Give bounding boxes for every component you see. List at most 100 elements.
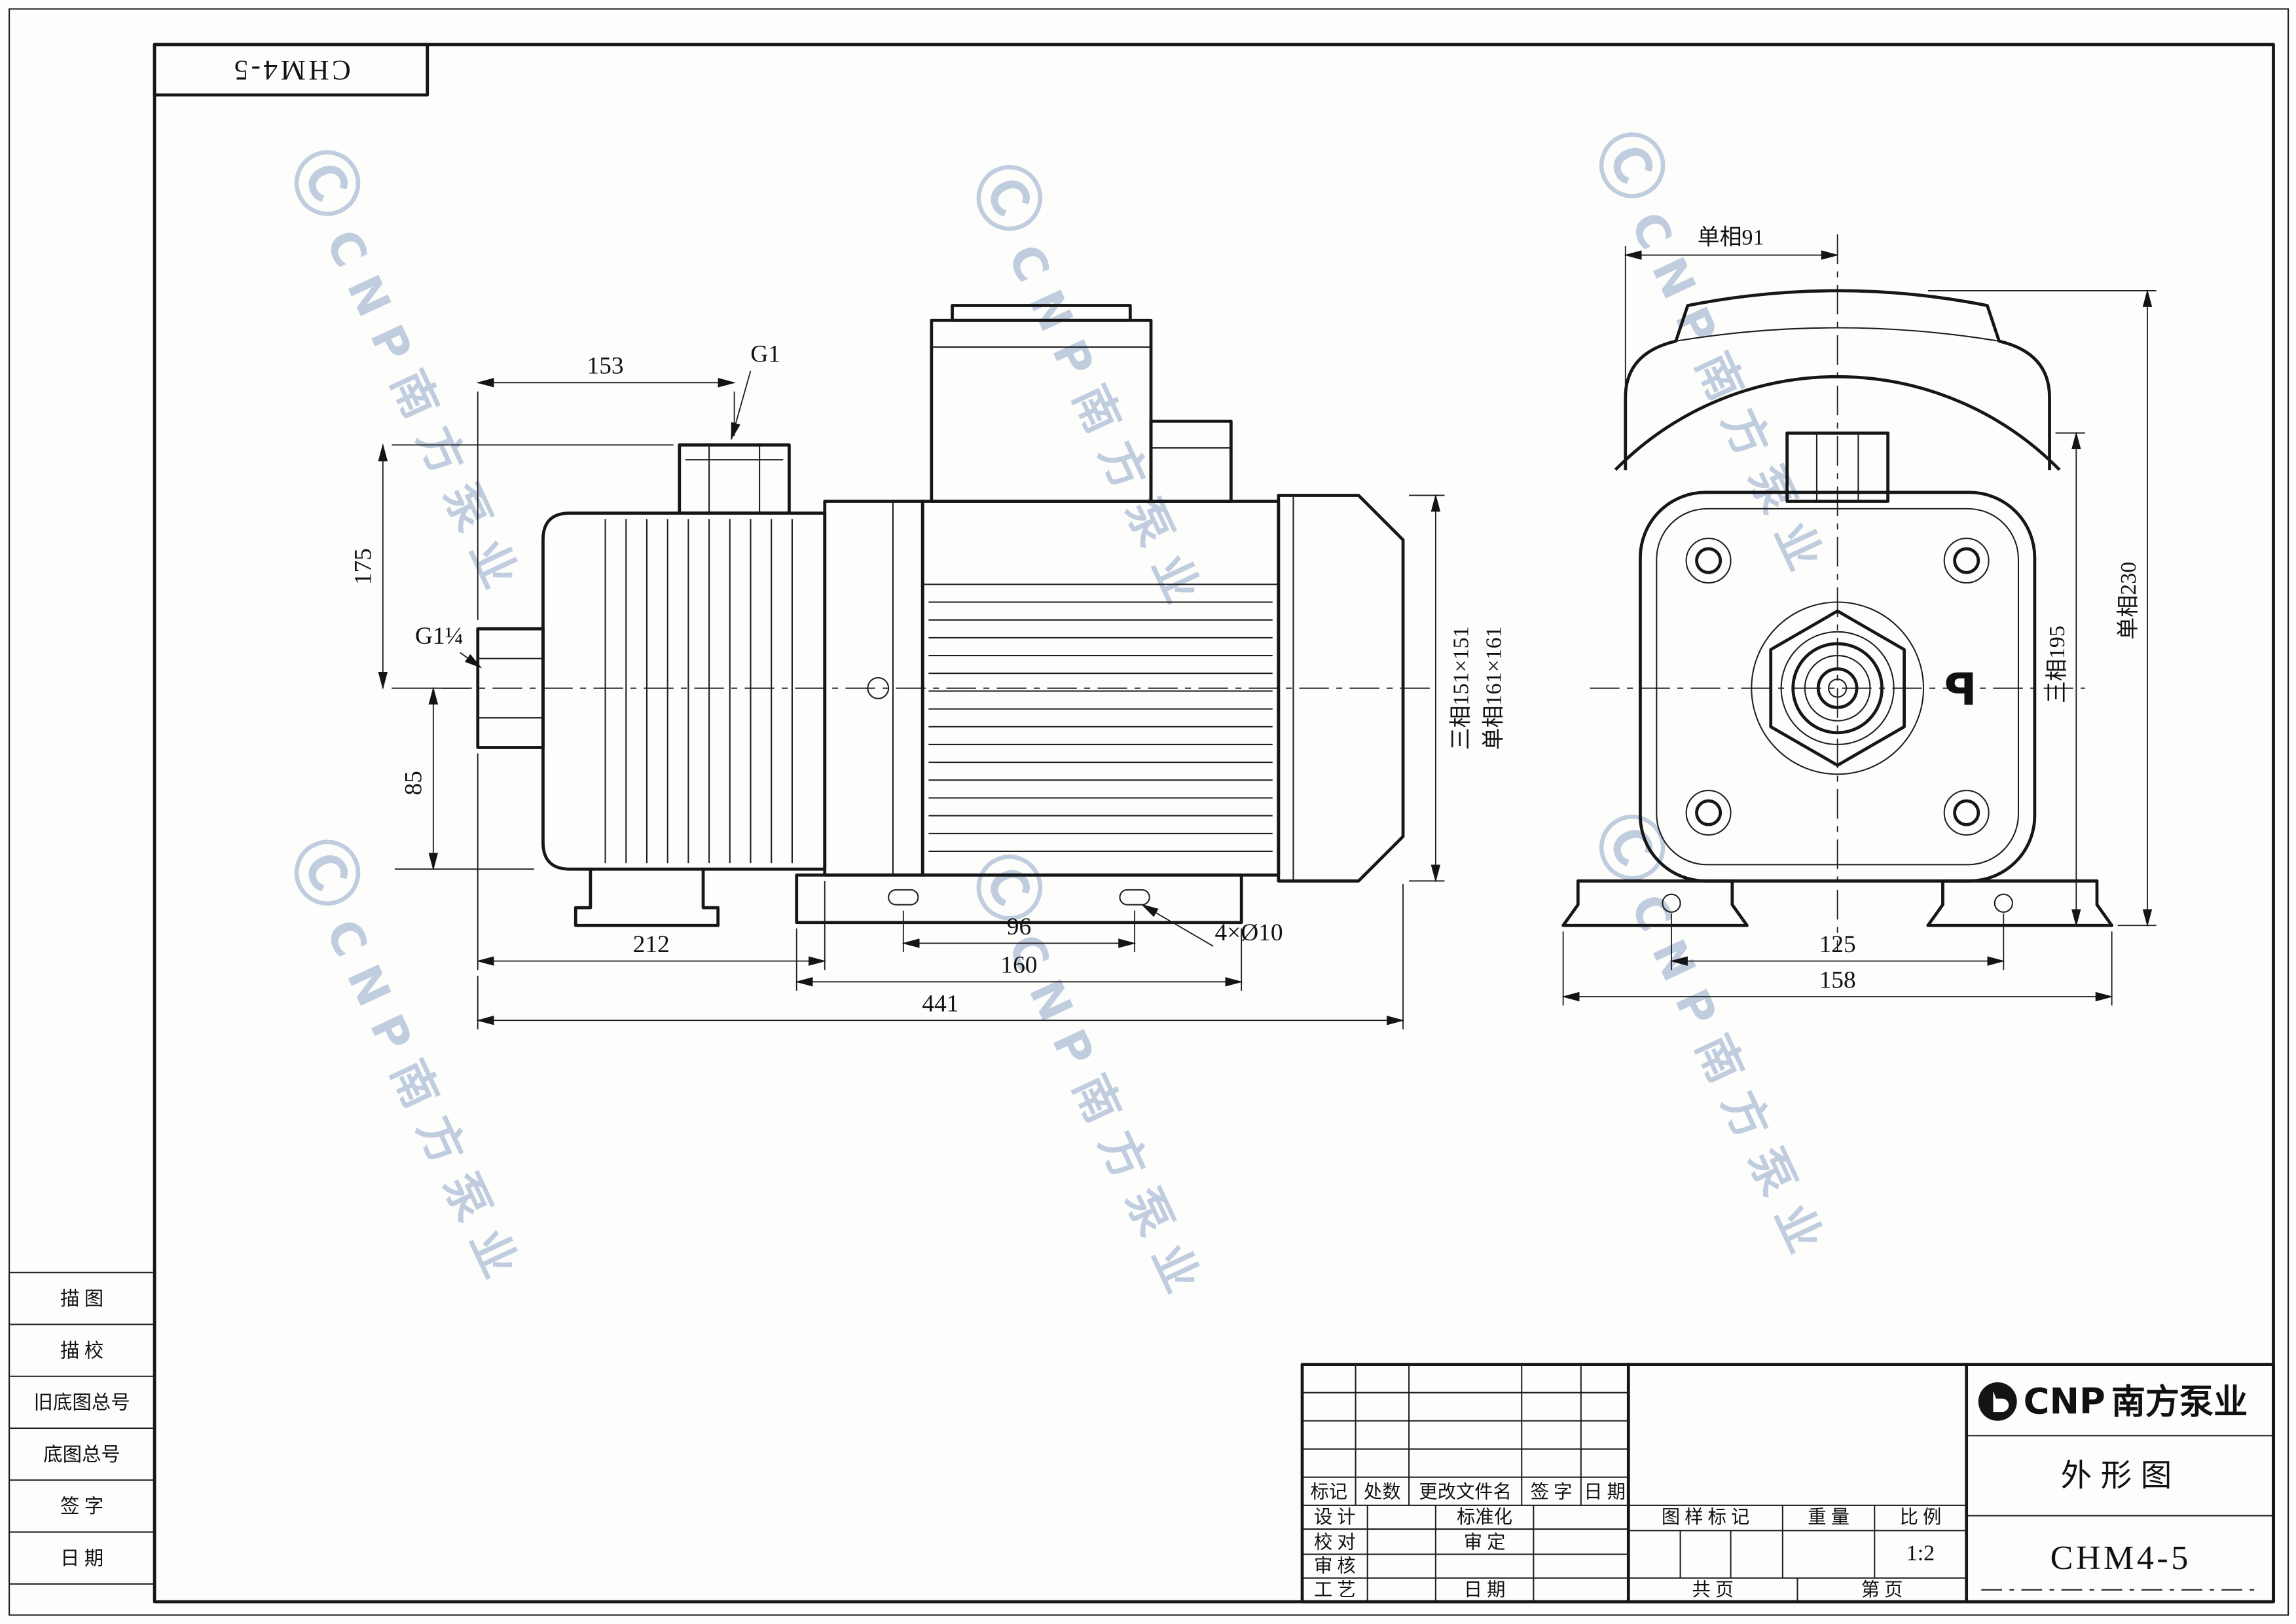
- row-standard: 标准化: [1457, 1507, 1512, 1528]
- page-number: 第 页: [1861, 1579, 1903, 1600]
- svg-text:单相91: 单相91: [1698, 225, 1764, 250]
- document-title: 外形图: [2061, 1459, 2181, 1493]
- svg-text:175: 175: [350, 548, 377, 585]
- title-block: 标记 处数 更改文件名 签 字 日 期 设 计 标准化 校 对 审 定 审 核 …: [1300, 1363, 2275, 1604]
- svg-text:153: 153: [587, 353, 624, 380]
- motor-fins: [928, 601, 1273, 853]
- discharge-port: [678, 443, 791, 515]
- watermark: ⒸCNP南方泵业: [957, 841, 1235, 1318]
- dim-153: 153: [476, 353, 736, 620]
- foot-hole: [1662, 893, 1681, 913]
- sheet-frame: [9, 8, 2289, 1616]
- row-process: 工 艺: [1314, 1579, 1356, 1600]
- watermark: ⒸCNP南方泵业: [274, 136, 553, 613]
- row-approve: 审 定: [1464, 1532, 1506, 1553]
- flange-bolt-holes: [1685, 538, 1990, 836]
- svg-text:G1¼: G1¼: [415, 623, 464, 650]
- label-g1: G1: [731, 341, 780, 441]
- terminal-box-cap: [951, 304, 1132, 322]
- row-review: 审 核: [1314, 1556, 1356, 1577]
- drain-plug: [867, 677, 890, 699]
- hdr-scale: 比 例: [1900, 1507, 1942, 1528]
- dim-height-single: 单相230: [1927, 289, 2157, 927]
- cnp-cast-mark: P: [1944, 664, 1977, 716]
- total-pages: 共 页: [1692, 1579, 1734, 1600]
- svg-text:158: 158: [1819, 967, 1856, 993]
- watermark: ⒸCNP南方泵业: [1580, 119, 1859, 595]
- svg-text:4×Ø10: 4×Ø10: [1214, 919, 1283, 946]
- center-boss: [1751, 601, 1925, 775]
- hdr-date: 日 期: [1584, 1482, 1626, 1502]
- base-slot-hole: [888, 889, 919, 906]
- svg-text:单相230: 单相230: [2116, 562, 2141, 640]
- pump-end-view: P: [1561, 234, 2114, 953]
- inner-border: [153, 43, 2275, 1604]
- watermark: ⒸCNP南方泵业: [1580, 801, 1859, 1278]
- top-title-box: CHM4-5: [153, 43, 429, 97]
- stage-joints: [604, 519, 793, 864]
- pump-barrel: [541, 511, 827, 871]
- margin-strip: 描 图 描 校 旧底图总号 底图总号 签 字 日 期: [9, 1272, 156, 1585]
- svg-text:三相195: 三相195: [2045, 625, 2069, 703]
- row-date: 日 期: [1464, 1580, 1506, 1600]
- dim-top-width: 单相91: [1624, 225, 1839, 386]
- dim-175: 175: [350, 443, 674, 690]
- watermark: ⒸCNP南方泵业: [957, 151, 1235, 628]
- dim-125: 125: [1669, 913, 2005, 970]
- pump-side-view: [442, 304, 1436, 927]
- label-g1-quarter: G1¼: [415, 623, 483, 669]
- hdr-drawing-mark: 图 样 标 记: [1662, 1507, 1749, 1528]
- svg-text:160: 160: [1000, 952, 1037, 979]
- base-slot-hole: [1119, 889, 1150, 906]
- margin-label-old-no: 旧底图总号: [33, 1392, 130, 1414]
- watermark: ⒸCNP南方泵业: [274, 826, 553, 1302]
- model-number: CHM4-5: [2050, 1540, 2191, 1577]
- cable-gland-box: [1149, 419, 1233, 503]
- dim-height-three: 三相195: [2045, 432, 2085, 927]
- flange-square: [1639, 490, 2037, 883]
- margin-label-base-no: 底图总号: [43, 1444, 120, 1466]
- svg-text:三相151×151: 三相151×151: [1449, 626, 1474, 750]
- hdr-change-file: 更改文件名: [1419, 1481, 1512, 1502]
- hdr-count: 处数: [1364, 1481, 1401, 1502]
- hdr-signature: 签 字: [1531, 1481, 1573, 1502]
- svg-text:96: 96: [1007, 913, 1031, 940]
- dim-85: 85: [394, 686, 534, 871]
- label-base-holes: 4×Ø10: [1140, 904, 1283, 947]
- svg-text:125: 125: [1819, 931, 1856, 958]
- rotated-model-label: CHM4-5: [231, 54, 351, 85]
- margin-label-date: 日 期: [60, 1548, 103, 1569]
- cast-mark-letter: P: [1944, 664, 1977, 716]
- svg-text:单相161×161: 单相161×161: [1482, 626, 1506, 750]
- discharge-nut-end: [1785, 431, 1890, 503]
- dim-motor-square: 三相151×151 单相161×161: [1409, 494, 1506, 883]
- motor-arc: [1614, 375, 2061, 471]
- row-check: 校 对: [1314, 1532, 1356, 1553]
- foot-hole: [1994, 893, 2013, 913]
- dim-96: 96: [902, 910, 1137, 953]
- svg-text:212: 212: [633, 931, 670, 958]
- margin-label-trace: 描 图: [60, 1288, 103, 1310]
- hdr-weight: 重 量: [1808, 1507, 1850, 1528]
- terminal-box-end: [1624, 289, 2051, 471]
- scale-value: 1:2: [1906, 1541, 1935, 1566]
- row-design: 设 计: [1314, 1507, 1356, 1528]
- margin-label-sign: 签 字: [60, 1496, 103, 1517]
- dim-160: 160: [795, 928, 1243, 991]
- pump-foot: [574, 867, 720, 927]
- fan-cover: [1277, 494, 1405, 883]
- outer-border: [9, 8, 2289, 1616]
- dim-212: 212: [476, 753, 827, 970]
- cnp-logo-icon: [1978, 1382, 2017, 1421]
- dim-441: 441: [476, 883, 1405, 1029]
- foot-right: [1926, 879, 2114, 927]
- svg-text:G1: G1: [750, 341, 780, 368]
- foot-left: [1561, 879, 1749, 927]
- svg-text:441: 441: [922, 991, 958, 1018]
- dim-158: 158: [1561, 931, 2113, 1006]
- baseplate: [795, 873, 1243, 925]
- hdr-mark: 标记: [1311, 1481, 1348, 1502]
